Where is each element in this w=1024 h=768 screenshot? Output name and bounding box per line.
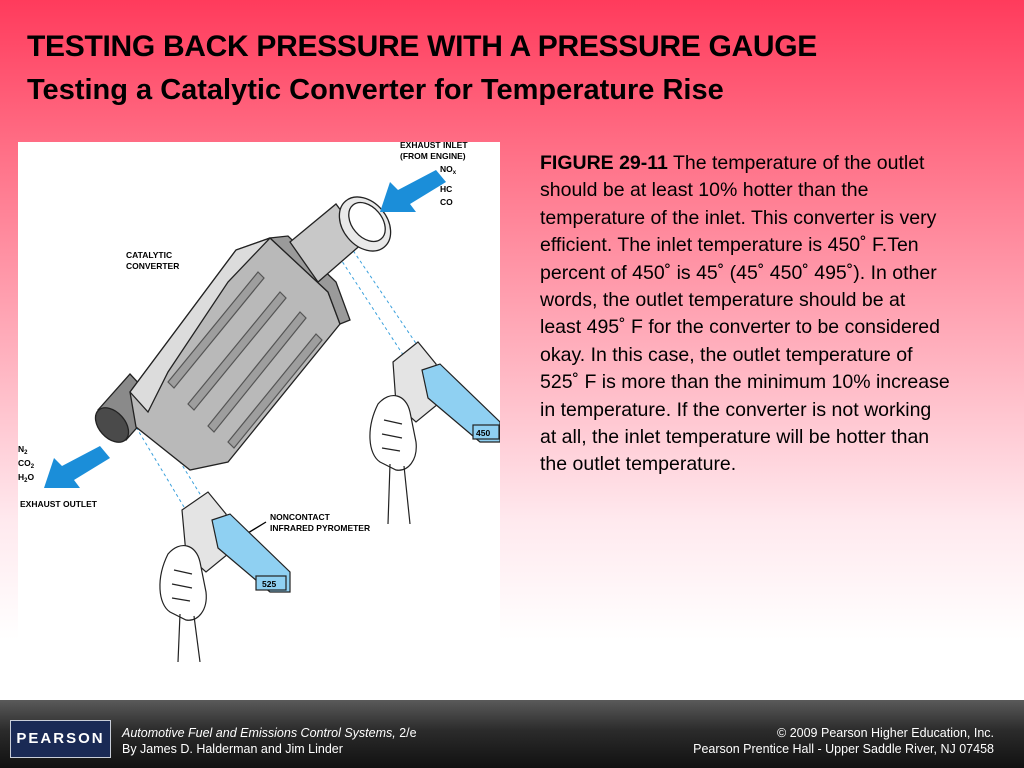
label-converter: CONVERTER [126, 261, 179, 271]
label-exhaust-inlet: EXHAUST INLET [400, 142, 468, 150]
arrow-outlet-icon [44, 446, 110, 488]
outlet-reading: 525 [262, 579, 276, 589]
label-exhaust-outlet: EXHAUST OUTLET [20, 499, 98, 509]
pearson-logo: PEARSON [10, 720, 111, 758]
catalytic-converter [94, 196, 392, 471]
book-edition: 2/e [395, 726, 417, 740]
inlet-pyrometer [369, 341, 500, 525]
label-infrared-pyrometer: INFRARED PYROMETER [270, 523, 370, 533]
figure-number: FIGURE 29-11 [540, 152, 668, 174]
label-from-engine: (FROM ENGINE) [400, 151, 466, 161]
footer-publisher-info: © 2009 Pearson Higher Education, Inc. Pe… [693, 725, 994, 757]
caption-text: The temperature of the outlet should be … [540, 152, 950, 476]
label-co2: CO2 [18, 458, 35, 470]
label-hc: HC [440, 184, 452, 194]
label-h2o: H2O [18, 472, 34, 484]
label-co: CO [440, 197, 453, 207]
label-n2: N2 [18, 444, 28, 456]
copyright-text: © 2009 Pearson Higher Education, Inc. [777, 726, 994, 740]
figure-illustration: EXHAUST INLET (FROM ENGINE) NOx HC CO CA… [18, 142, 500, 662]
arrow-inlet-icon [380, 170, 446, 212]
inlet-reading: 450 [476, 428, 490, 438]
catalytic-converter-figure: EXHAUST INLET (FROM ENGINE) NOx HC CO CA… [18, 142, 500, 662]
label-catalytic: CATALYTIC [126, 250, 172, 260]
page-subtitle: Testing a Catalytic Converter for Temper… [27, 74, 724, 106]
figure-caption: FIGURE 29-11 The temperature of the outl… [540, 150, 950, 479]
book-title: Automotive Fuel and Emissions Control Sy… [122, 726, 396, 740]
page-title: TESTING BACK PRESSURE WITH A PRESSURE GA… [27, 30, 817, 63]
book-authors: By James D. Halderman and Jim Linder [122, 742, 343, 756]
footer-bar: PEARSON Automotive Fuel and Emissions Co… [0, 700, 1024, 768]
label-noncontact: NONCONTACT [270, 512, 331, 522]
outlet-pyrometer [159, 491, 291, 662]
publisher-text: Pearson Prentice Hall - Upper Saddle Riv… [693, 742, 994, 756]
label-nox: NOx [440, 164, 457, 176]
footer-book-info: Automotive Fuel and Emissions Control Sy… [122, 725, 417, 757]
